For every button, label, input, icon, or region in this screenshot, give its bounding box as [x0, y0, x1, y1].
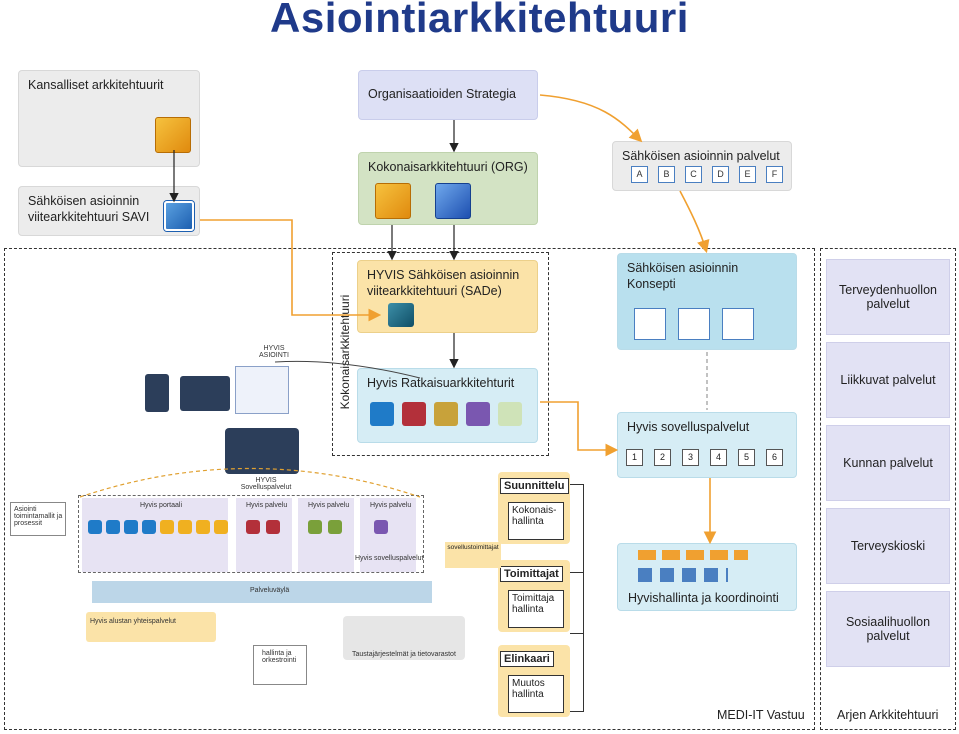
palvelu-label-2: Hyvis palvelu	[308, 502, 350, 509]
cube-icon	[435, 183, 471, 219]
savi-box[interactable]: Sähköisen asioinnin viitearkkitehtuuri S…	[18, 186, 200, 236]
palvelu-label-1: Hyvis palvelu	[246, 502, 288, 509]
savi-label-2: viitearkkitehtuuri SAVI	[28, 209, 150, 224]
kansalliset-box[interactable]: Kansalliset arkkitehtuurit	[18, 70, 200, 167]
cube-icon	[466, 402, 490, 426]
asiointi-box	[10, 502, 66, 536]
toimittajat-label: Toimittajat	[500, 566, 563, 582]
cube-icon	[155, 117, 191, 153]
cube-icon	[370, 402, 394, 426]
cube-icon	[375, 183, 411, 219]
savi-label-1: Sähköisen asioinnin	[28, 194, 140, 208]
kansalliset-label: Kansalliset arkkitehtuurit	[28, 78, 164, 92]
sovelluspalvelut-small-label: Hyvis sovelluspalvelut	[355, 555, 424, 562]
palvelu-box-2	[298, 498, 354, 572]
arjen-palvelu-3[interactable]: Kunnan palvelut	[826, 425, 950, 501]
sovellustoimittajat-label: sovellustoimittajat	[447, 544, 499, 551]
sovelluspalvelu-1[interactable]: 1	[626, 449, 643, 466]
palvelu-box-3	[360, 498, 416, 572]
cube-icon	[402, 402, 426, 426]
tool-icons-row	[638, 568, 728, 582]
palveluvayla-label: Palveluväylä	[250, 587, 290, 594]
arjen-palvelu-4[interactable]: Terveyskioski	[826, 508, 950, 584]
tool-icons	[638, 550, 748, 560]
medi-it-area	[4, 248, 815, 730]
bracket-line	[570, 572, 584, 712]
medi-it-label: MEDI-IT Vastuu	[717, 708, 805, 722]
device-panel	[235, 366, 289, 414]
yhteispalvelut-bar	[86, 612, 216, 642]
hallinta-orkestrointi-label: hallinta ja orkestrointi	[262, 650, 297, 664]
sovelluspalvelu-2[interactable]: 2	[654, 449, 671, 466]
palveluvayla-bar	[92, 581, 432, 603]
hyvis-sade-label-1: HYVIS Sähköisen asioinnin	[367, 268, 520, 282]
page-title: Asiointiarkkitehtuuri	[270, 0, 689, 41]
hallinta-orkestrointi-box	[253, 645, 307, 685]
palvelu-letter-a[interactable]: A	[631, 166, 648, 183]
cube-icon	[434, 402, 458, 426]
hyvis-sovelluspalvelut-label: HYVIS Sovelluspalvelut	[240, 477, 292, 491]
palvelu-letter-e[interactable]: E	[739, 166, 756, 183]
palvelu-label-3: Hyvis palvelu	[370, 502, 412, 509]
konsepti-label-1: Sähköisen asioinnin	[627, 261, 739, 275]
elinkaari-label: Elinkaari	[500, 651, 554, 667]
arjen-palvelu-2[interactable]: Liikkuvat palvelut	[826, 342, 950, 418]
cube-icon	[498, 402, 522, 426]
cube-icon	[164, 201, 194, 231]
palvelu-letter-d[interactable]: D	[712, 166, 729, 183]
cube-icon	[388, 303, 414, 327]
kokonais-org-box[interactable]: Kokonaisarkkitehtuuri (ORG)	[358, 152, 538, 225]
arjen-palvelu-1[interactable]: Terveydenhuollon palvelut	[826, 259, 950, 335]
palvelut-label: Sähköisen asioinnin palvelut	[622, 149, 780, 163]
konsepti-label-2: Konsepti	[627, 276, 676, 291]
konsepti-box[interactable]: Sähköisen asioinnin Konsepti	[617, 253, 797, 350]
portal-dashed-area	[78, 495, 424, 573]
toimittajahallinta-label: Toimittaja hallinta	[508, 590, 564, 628]
palvelu-letter-c[interactable]: C	[685, 166, 702, 183]
hyvis-asiointi-label: HYVIS ASIOINTI	[259, 345, 289, 359]
palvelu-letter-f[interactable]: F	[766, 166, 783, 183]
sovelluspalvelu-6[interactable]: 6	[766, 449, 783, 466]
sovelluspalvelu-3[interactable]: 3	[682, 449, 699, 466]
app-grid-icon	[225, 428, 299, 474]
ratkaisu-label: Hyvis Ratkaisuarkkitehturit	[367, 376, 515, 390]
kokonais-org-label: Kokonaisarkkitehtuuri (ORG)	[368, 160, 528, 174]
taustajarjestelmat-label: Taustajärjestelmät ja tietovarastot	[352, 651, 456, 658]
suunnittelu-label: Suunnittelu	[500, 478, 569, 494]
document-icon	[634, 308, 666, 340]
kokonaishallinta-label: Kokonais-hallinta	[508, 502, 564, 540]
arjen-palvelu-5[interactable]: Sosiaalihuollon palvelut	[826, 591, 950, 667]
arjen-area	[820, 248, 956, 730]
portaali-box	[82, 498, 228, 572]
hallinta-label: Hyvishallinta ja koordinointi	[628, 591, 779, 605]
portaali-label: Hyvis portaali	[140, 502, 183, 509]
ratkaisu-box[interactable]: Hyvis Ratkaisuarkkitehturit	[357, 368, 538, 443]
laptop-icon	[180, 376, 230, 411]
sovelluspalvelut-label: Hyvis sovelluspalvelut	[627, 420, 750, 434]
hyvis-sade-label-2: viitearkkitehtuuri (SADe)	[367, 283, 502, 298]
bracket-line	[570, 484, 584, 634]
strategia-box[interactable]: Organisaatioiden Strategia	[358, 70, 538, 120]
taustajarjestelmat-box	[343, 616, 465, 660]
sovellustoimittajat-tag: sovellustoimittajat	[445, 542, 501, 568]
strategia-label: Organisaatioiden Strategia	[368, 87, 517, 102]
document-icon	[722, 308, 754, 340]
yhteispalvelut-label: Hyvis alustan yhteispalvelut	[90, 618, 176, 625]
hyvis-sade-box[interactable]: HYVIS Sähköisen asioinnin viitearkkiteht…	[357, 260, 538, 333]
muutoshallinta-label: Muutos hallinta	[508, 675, 564, 713]
palvelu-box-1	[236, 498, 292, 572]
asiointi-label: Asiointi toimintamallit ja prosessit	[14, 506, 63, 527]
arjen-label: Arjen Arkkitehtuuri	[837, 708, 939, 722]
kokonais-area	[332, 252, 549, 456]
document-icon	[678, 308, 710, 340]
sovelluspalvelu-4[interactable]: 4	[710, 449, 727, 466]
tablet-icon	[145, 374, 169, 412]
sovelluspalvelu-5[interactable]: 5	[738, 449, 755, 466]
palvelu-letter-b[interactable]: B	[658, 166, 675, 183]
hallinta-box[interactable]: Hyvishallinta ja koordinointi	[617, 543, 797, 611]
